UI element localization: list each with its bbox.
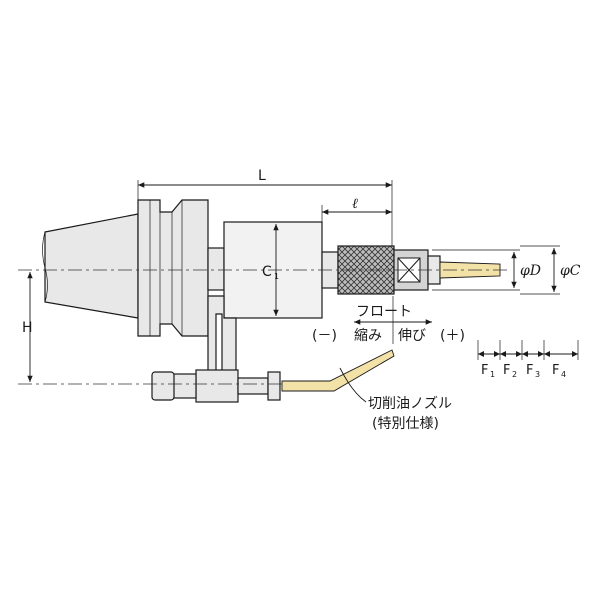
dim-phiC-label: φC xyxy=(560,263,581,279)
dim-F3-sub: 3 xyxy=(535,370,540,379)
nozzle-stream xyxy=(281,349,395,392)
nozzle-left-cap xyxy=(151,371,175,401)
float-title: フロート xyxy=(356,304,412,320)
flange xyxy=(137,199,209,337)
neck xyxy=(207,247,225,291)
dim-F1-sub: 1 xyxy=(490,370,495,379)
nozzle-left-fitting xyxy=(171,373,197,399)
dim-F1-label: F xyxy=(481,363,488,378)
collet-cross-mark xyxy=(397,257,421,283)
dim-F4-label: F xyxy=(552,363,559,378)
dim-F4-sub: 4 xyxy=(561,370,566,379)
float-extend: 伸び xyxy=(398,328,426,344)
float-minus: (－) xyxy=(312,328,337,344)
nozzle-name: 切削油ノズル xyxy=(368,396,452,412)
taper-shank xyxy=(44,213,139,319)
nozzle-pipe xyxy=(237,377,269,395)
flange-groove-line xyxy=(149,200,183,336)
dim-ell-label: ℓ xyxy=(352,196,358,212)
nozzle-tip xyxy=(267,371,281,401)
dim-C1-sub: 1 xyxy=(274,272,279,281)
nozzle-note: (特別仕様) xyxy=(372,416,439,432)
dim-L-label: L xyxy=(258,168,266,184)
dim-H-label: H xyxy=(22,320,33,336)
float-plus: (＋) xyxy=(440,328,465,344)
dim-F3-label: F xyxy=(526,363,533,378)
nozzle-leader xyxy=(339,367,367,403)
nozzle-body xyxy=(195,369,239,403)
taper-shank-break xyxy=(42,231,48,303)
dim-F2-sub: 2 xyxy=(512,370,517,379)
dim-C1-label: C xyxy=(262,264,272,280)
dim-F2-label: F xyxy=(503,363,510,378)
float-shrink: 縮み xyxy=(354,328,382,344)
dim-phiD-label: φD xyxy=(520,263,541,279)
